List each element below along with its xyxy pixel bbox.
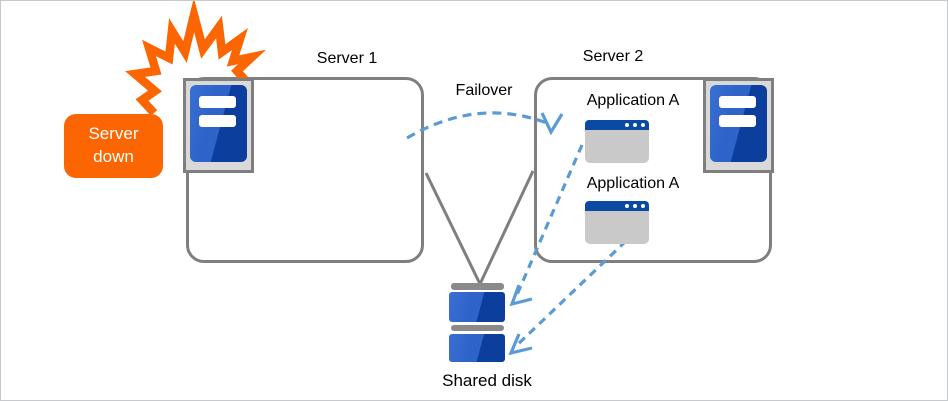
application-window-icon bbox=[585, 201, 649, 244]
disk-slab-icon bbox=[449, 334, 505, 362]
disk-slab-icon bbox=[449, 292, 505, 322]
server2-title: Server 2 bbox=[582, 48, 644, 65]
server-slot-icon bbox=[199, 115, 236, 127]
application-a-label-2: Application A bbox=[586, 175, 680, 192]
app1-arrowhead-icon bbox=[509, 284, 533, 307]
titlebar-dot-icon bbox=[625, 204, 629, 208]
server-slot-icon bbox=[719, 96, 756, 108]
server-to-disk-lines bbox=[424, 170, 535, 288]
callout-line2: down bbox=[93, 147, 134, 166]
app-titlebar bbox=[585, 120, 649, 130]
server-down-callout: Server down bbox=[64, 114, 163, 178]
shared-disk-label: Shared disk bbox=[442, 371, 532, 390]
server2-tower-plate bbox=[703, 78, 774, 173]
disk-cap-icon bbox=[451, 325, 504, 331]
server1-tower-plate bbox=[183, 78, 254, 173]
application-a-label-1: Application A bbox=[586, 92, 680, 109]
titlebar-dot-icon bbox=[633, 204, 637, 208]
server1-tower-icon bbox=[190, 85, 247, 162]
app-window-body bbox=[585, 130, 649, 163]
app1-to-disk-arrow bbox=[514, 144, 584, 298]
failover-label: Failover bbox=[455, 82, 513, 99]
server1-title: Server 1 bbox=[316, 50, 378, 67]
callout-line1: Server bbox=[88, 124, 139, 143]
titlebar-dot-icon bbox=[633, 123, 637, 127]
application-window-icon bbox=[585, 120, 649, 163]
server-slot-icon bbox=[199, 96, 236, 108]
explosion-icon bbox=[125, 1, 267, 116]
server2-tower-icon bbox=[710, 85, 767, 162]
titlebar-dot-icon bbox=[625, 123, 629, 127]
app2-to-disk-arrow bbox=[513, 239, 628, 349]
app-window-body bbox=[585, 211, 649, 244]
disk-cap-icon bbox=[451, 283, 504, 290]
app2-arrowhead-icon bbox=[508, 333, 533, 356]
server-slot-icon bbox=[719, 115, 756, 127]
titlebar-dot-icon bbox=[641, 123, 645, 127]
failover-arrowhead-icon bbox=[540, 112, 564, 136]
failover-arrow bbox=[406, 111, 548, 140]
titlebar-dot-icon bbox=[641, 204, 645, 208]
app-titlebar bbox=[585, 201, 649, 211]
